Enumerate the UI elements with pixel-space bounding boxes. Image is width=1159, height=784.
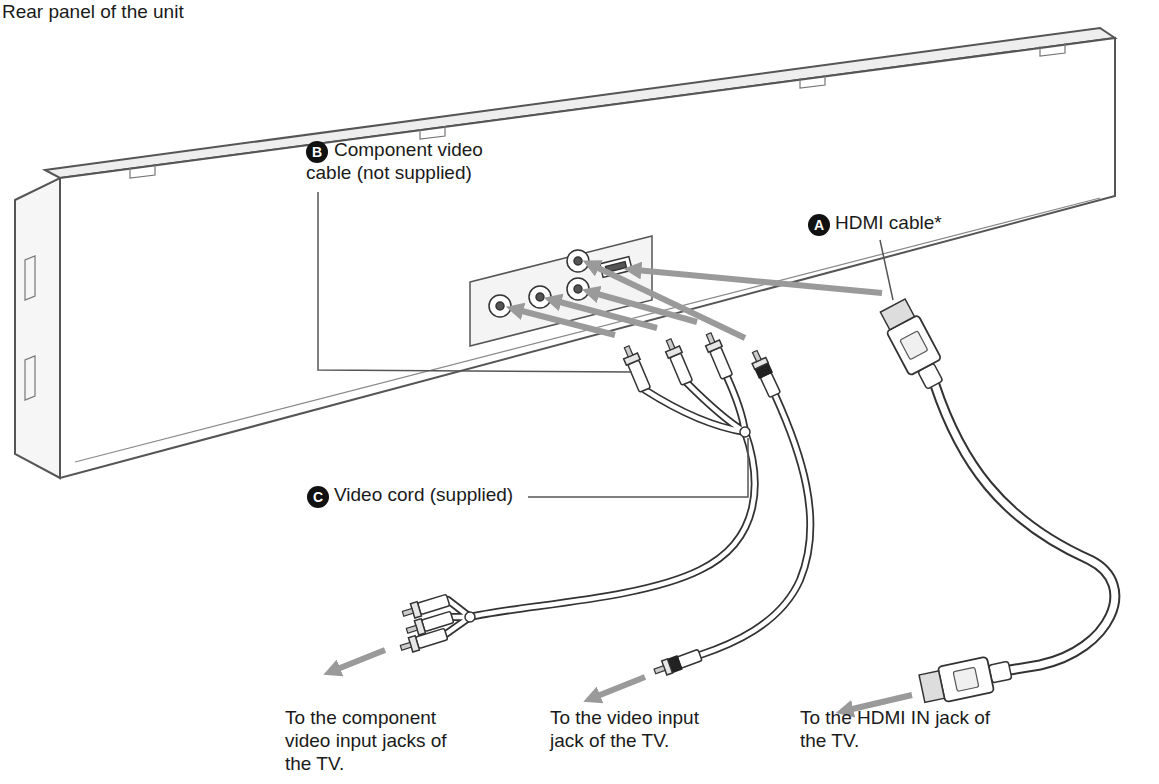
cable-junction (740, 427, 750, 437)
insert-arrow (636, 270, 882, 293)
jack-hole (536, 293, 544, 301)
component-cable (645, 377, 745, 432)
component-cable (645, 377, 745, 432)
jack-hole (496, 302, 504, 310)
component-plug (399, 627, 448, 655)
destination-note: To the video input jack of the TV. (550, 706, 728, 752)
part-name: Video cord (supplied) (334, 483, 594, 506)
jacks (489, 250, 632, 317)
insert-arrows (335, 266, 912, 710)
hdmi-cable (935, 385, 1115, 670)
video-cable (700, 395, 810, 655)
component-jack (567, 278, 589, 300)
direction-arrow (335, 650, 385, 670)
component-cable (446, 432, 755, 634)
leader-line (528, 438, 748, 497)
callout-letter: A (808, 214, 830, 236)
destination-note: To the HDMI IN jack of the TV. (800, 706, 998, 752)
part-name: HDMI cable* (835, 211, 1035, 234)
callout-letter: C (307, 486, 329, 508)
jack-panel (470, 236, 652, 346)
direction-arrow (595, 677, 645, 697)
destination-note: To the component video input jacks of th… (285, 706, 473, 775)
video-plug (652, 648, 702, 679)
component-plug (620, 344, 652, 393)
unit-rear-panel (60, 38, 1115, 478)
component-jack (489, 295, 511, 317)
cable-outline (446, 377, 1115, 670)
callout-letter: B (306, 141, 328, 163)
jack-hole (574, 285, 582, 293)
hdmi-plug (918, 652, 1014, 706)
component-jack (529, 286, 551, 308)
component-cable (446, 432, 755, 634)
video-cable (700, 395, 810, 655)
cable-core (446, 377, 1115, 670)
unit-side (15, 178, 60, 478)
part-name: Component video cable (not supplied) (306, 138, 488, 184)
leader-lines (318, 192, 893, 497)
leader-line (318, 192, 632, 372)
component-plug (702, 331, 734, 380)
cable-junction (465, 612, 475, 622)
hdmi-plug (877, 297, 951, 393)
unit-tab (130, 43, 1065, 178)
unit-slot (25, 256, 35, 400)
hdmi-cable (935, 385, 1115, 670)
component-plug (662, 337, 694, 386)
figure-title: Rear panel of the unit (2, 0, 322, 23)
jack-hole (574, 257, 582, 265)
video-plug (748, 348, 782, 398)
leader-line (880, 240, 893, 300)
video-jack (567, 250, 589, 272)
